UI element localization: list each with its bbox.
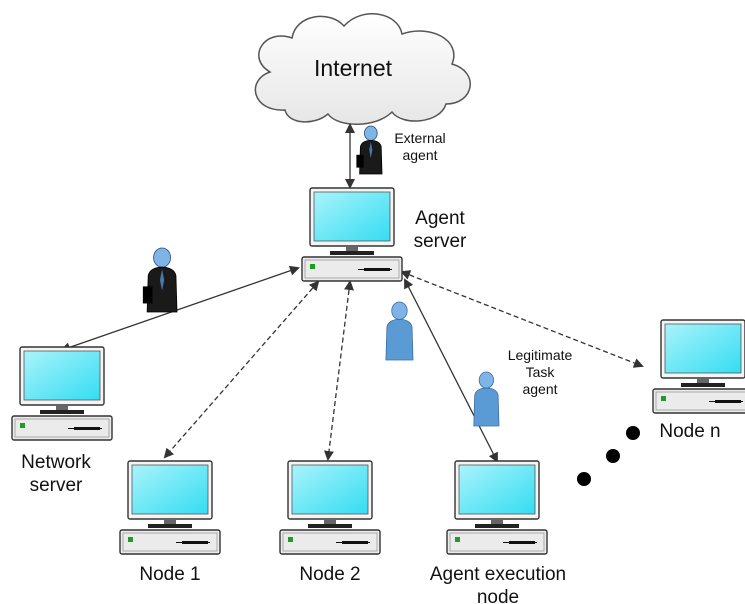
internet-cloud	[254, 13, 471, 125]
computer-case	[279, 529, 381, 555]
agent-server-computer	[301, 187, 403, 282]
power-led	[455, 537, 460, 542]
node-n-label: Node n	[659, 421, 721, 442]
ellipsis-dot	[626, 426, 640, 440]
power-led	[288, 537, 293, 542]
monitor-screen	[664, 323, 742, 374]
computer-case	[652, 388, 745, 414]
briefcase-icon	[142, 286, 153, 304]
node-2-computer	[279, 460, 381, 555]
power-led	[128, 537, 133, 542]
more-nodes-ellipsis	[577, 426, 640, 486]
monitor-screen	[313, 191, 391, 242]
power-led	[661, 396, 666, 401]
task-agent-icon	[385, 301, 414, 361]
link-agent-server-node-1	[163, 280, 320, 459]
monitor-screen	[291, 464, 369, 515]
computer-case	[11, 415, 113, 441]
link-agent-server-execution-node	[404, 278, 498, 463]
computer-case	[301, 256, 403, 282]
node-1-label: Node 1	[139, 564, 201, 585]
agent-head	[363, 125, 378, 141]
connection-links	[60, 123, 644, 463]
external-agent-label: External agent	[394, 130, 446, 164]
computer-case	[119, 529, 221, 555]
agent-body	[473, 387, 500, 427]
briefcase-icon	[356, 154, 364, 168]
link-agent-server-network-server	[60, 265, 300, 353]
node-1-computer	[119, 460, 221, 555]
legitimate-task-agent-label: Legitimate Task agent	[507, 347, 573, 398]
link-agent-server-node-n	[400, 270, 644, 368]
ellipsis-dot	[606, 449, 620, 463]
monitor-screen	[23, 350, 101, 401]
agent-server-label: Agent server	[413, 208, 467, 253]
network-server-label: Network server	[21, 452, 91, 497]
power-led	[310, 264, 315, 269]
internet-label: Internet	[314, 55, 392, 81]
computer-case	[446, 529, 548, 555]
power-led	[20, 423, 25, 428]
agent-body	[385, 318, 414, 361]
monitor-screen	[458, 464, 536, 515]
link-agent-server-node-2	[324, 280, 354, 461]
agent-head	[153, 247, 171, 268]
network-server-computer	[11, 346, 113, 441]
monitor-screen	[131, 464, 209, 515]
node-2-label: Node 2	[299, 564, 361, 585]
legitimate-task-agent-icon	[473, 371, 500, 427]
node-n-computer	[652, 319, 745, 414]
agent-execution-node-computer	[446, 460, 548, 555]
migrating-agent-icon	[142, 247, 178, 313]
agent-head	[391, 301, 408, 320]
ellipsis-dot	[577, 472, 591, 486]
agent-execution-node-label: Agent execution node	[429, 564, 567, 604]
external-agent-icon	[356, 125, 383, 175]
